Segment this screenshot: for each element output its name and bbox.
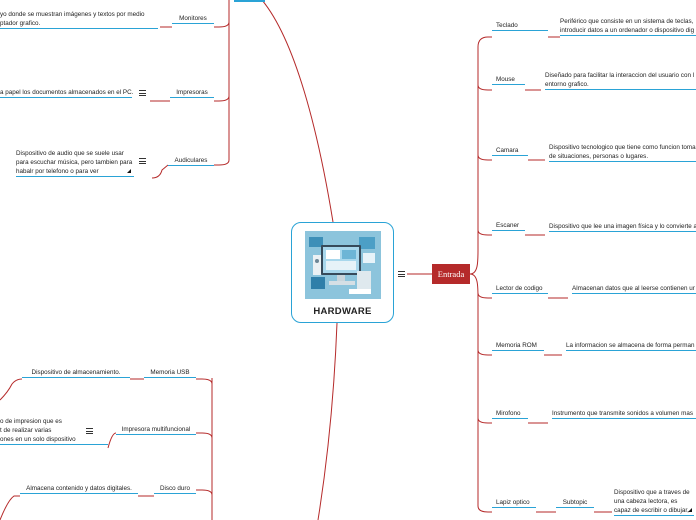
- impresora-multi-node[interactable]: Impresora multifuncional: [116, 425, 196, 435]
- rom-node[interactable]: Memoria ROM: [492, 341, 544, 351]
- mirofono-desc: Instrumento que transmite sonidos a volu…: [552, 409, 696, 419]
- collapse-triangle-icon[interactable]: [127, 169, 131, 173]
- menu-icon[interactable]: [398, 271, 405, 277]
- audiculares-desc: Dispositivo de audio que se suele usar p…: [16, 150, 134, 177]
- audiculares-node[interactable]: Audiculares: [168, 156, 214, 166]
- lector-node[interactable]: Lector de codigo: [492, 284, 548, 294]
- escaner-desc: Dispositivo que lee una imagen física y …: [549, 223, 696, 232]
- central-title: HARDWARE: [313, 306, 372, 317]
- lapiz-node[interactable]: Lapiz optico: [492, 498, 536, 508]
- mouse-node[interactable]: Mouse: [492, 75, 525, 85]
- mirofono-node[interactable]: Mirofono: [492, 409, 528, 419]
- lector-desc: Almacenan datos que al leerse contienen …: [572, 285, 696, 294]
- impresoras-desc: a papel los documentos almacenados en el…: [0, 89, 134, 98]
- rom-desc: La informacion se almacena de forma perm…: [566, 342, 696, 351]
- impresoras-node[interactable]: Impresoras: [170, 88, 214, 98]
- escaner-node[interactable]: Escaner: [492, 221, 525, 231]
- disco-duro-desc: Almacena contenido y datos digitales.: [20, 484, 138, 494]
- collapse-triangle-icon[interactable]: [688, 508, 692, 512]
- teclado-desc: Periférico que consiste en un sistema de…: [560, 18, 696, 36]
- memoria-usb-node[interactable]: Memoria USB: [144, 368, 196, 378]
- central-topic[interactable]: HARDWARE: [291, 222, 394, 323]
- camara-node[interactable]: Camara: [492, 146, 528, 156]
- teclado-node[interactable]: Teclado: [492, 21, 548, 31]
- entrada-node[interactable]: Entrada: [432, 264, 470, 284]
- menu-icon[interactable]: [139, 90, 146, 96]
- camara-desc: Dispositivo tecnologico que tiene como f…: [549, 144, 696, 162]
- monitores-node[interactable]: Monitores: [172, 14, 214, 24]
- lapiz-desc: Dispositivo que a traves de una cabeza l…: [614, 488, 694, 516]
- monitores-desc: yo donde se muestran imágenes y textos p…: [0, 10, 158, 29]
- mouse-desc: Diseñado para facilitar la interaccion d…: [545, 72, 696, 90]
- lapiz-subtopic[interactable]: Subtopic: [556, 498, 594, 508]
- impresora-multi-desc: o de impresion que es t de realizar vari…: [0, 417, 108, 445]
- top-node-fragment: [234, 0, 265, 2]
- menu-icon[interactable]: [139, 158, 146, 164]
- disco-duro-node[interactable]: Disco duro: [154, 484, 196, 494]
- memoria-usb-desc: Dispositivo de almacenamiento.: [22, 368, 130, 378]
- hardware-illustration: [305, 231, 381, 299]
- menu-icon[interactable]: [86, 428, 93, 434]
